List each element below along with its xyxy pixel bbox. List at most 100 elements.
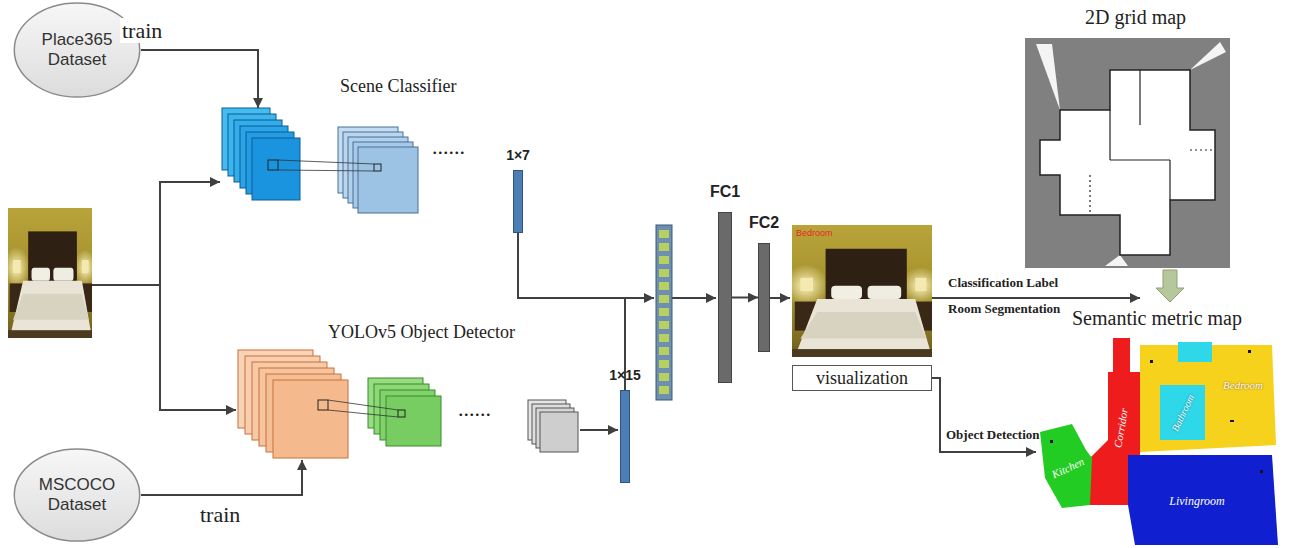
node-heading: YOLOv5 Object Detector xyxy=(328,322,515,343)
input-wires xyxy=(92,284,160,286)
semantic-map xyxy=(1150,360,1153,363)
class-label: Bedroom xyxy=(796,228,833,238)
concat-vector xyxy=(659,347,669,355)
feature-wires xyxy=(580,429,618,431)
scene-conv-stack xyxy=(358,147,418,213)
yolo-conv-stack xyxy=(328,410,398,417)
grid-map xyxy=(1190,149,1215,150)
grid-map xyxy=(1110,159,1170,160)
concat-vector xyxy=(659,386,669,394)
grid-map xyxy=(1089,175,1090,215)
feature-wires xyxy=(932,297,1140,299)
scene-conv-stack xyxy=(222,108,418,213)
concat-vector xyxy=(659,334,669,342)
semantic-map xyxy=(1113,338,1130,372)
hollow-arrow xyxy=(1156,270,1184,302)
semantic-map xyxy=(1230,420,1234,422)
feature-vector: 1×15 xyxy=(620,390,630,483)
edge-label: train xyxy=(198,502,242,527)
semantic-map xyxy=(1050,440,1053,443)
room-label: Livingroom xyxy=(1169,495,1225,509)
yolo-conv-stack xyxy=(273,380,348,458)
yolo-conv-stack xyxy=(238,350,578,458)
scene-conv-stack xyxy=(278,160,374,164)
ellipse-outline xyxy=(14,449,139,541)
scene-conv-stack xyxy=(374,164,381,171)
yolo-conv-stack xyxy=(328,400,398,410)
arrow-label: Room Segmentation xyxy=(948,302,1060,317)
connector-arrow xyxy=(732,297,758,299)
concat-vector xyxy=(659,373,669,381)
room-label: Bathroom xyxy=(1169,393,1196,434)
room-label: Corridor xyxy=(1111,407,1130,448)
scene-classifier: Scene Classifier xyxy=(222,108,420,215)
feature-vector: 1×7 xyxy=(513,170,523,233)
semantic-map xyxy=(1248,350,1251,353)
semantic-map xyxy=(1178,342,1212,362)
semantic-map xyxy=(1040,424,1092,508)
grid-map xyxy=(1109,110,1110,160)
node-heading: Scene Classifier xyxy=(340,76,456,97)
scene-conv-stack xyxy=(268,160,278,170)
grid-map xyxy=(1190,42,1226,70)
semantic-map xyxy=(1160,385,1205,440)
grid-map xyxy=(1139,70,1140,125)
room-label: Bedroom xyxy=(1223,379,1263,392)
grid-map xyxy=(1105,255,1128,266)
concat-vector xyxy=(659,295,669,303)
node-heading: 1×15 xyxy=(609,367,641,383)
concat-vector xyxy=(659,308,669,316)
node-text: MSCOCO Dataset xyxy=(31,475,123,514)
concat-vector xyxy=(659,269,669,277)
connector-arrow xyxy=(141,50,258,108)
object-detector: YOLOv5 Object Detector xyxy=(238,350,580,460)
connector-arrow xyxy=(141,460,302,495)
figure-title: Semantic metric map xyxy=(1072,307,1242,330)
output-image xyxy=(784,225,941,357)
hollow-arrow xyxy=(1156,270,1184,302)
process-box: visualization xyxy=(792,365,932,391)
node-heading: FC2 xyxy=(749,214,779,232)
yolo-conv-stack xyxy=(540,412,578,452)
semantic-map xyxy=(1040,338,1278,545)
node-heading: 1×7 xyxy=(506,147,530,163)
feature-wires xyxy=(518,233,654,298)
concat-vector xyxy=(659,360,669,368)
node-text: visualization xyxy=(816,368,908,389)
concat-vector xyxy=(656,225,672,400)
yolo-conv-stack xyxy=(386,396,441,446)
grid-map xyxy=(1025,38,1230,268)
output-image xyxy=(784,225,941,357)
dataset-ellipse: MSCOCO Dataset xyxy=(13,448,141,542)
concat-vector xyxy=(659,256,669,264)
node-heading: FC1 xyxy=(710,183,740,201)
semantic-map xyxy=(1260,470,1263,473)
fc-layer: FC1 xyxy=(718,212,732,383)
yolo-conv-stack xyxy=(398,410,405,417)
input-wires xyxy=(160,181,220,183)
ellipsis: ...... xyxy=(458,396,491,421)
concat-vector xyxy=(659,243,669,251)
grid-map xyxy=(1040,70,1215,255)
input-wires xyxy=(92,181,236,411)
scene-conv-stack xyxy=(278,170,374,171)
concat-vector xyxy=(656,225,672,400)
input-wires xyxy=(159,181,161,411)
arrow-label: Object Detection xyxy=(946,428,1040,443)
room-label: Kitchen xyxy=(1050,455,1086,481)
edge-label: train xyxy=(120,18,164,43)
fc-layer: FC2 xyxy=(758,243,770,352)
input-image xyxy=(3,208,97,338)
concat-vector xyxy=(659,282,669,290)
feature-wires xyxy=(672,297,716,299)
grid-map xyxy=(1169,160,1170,200)
semantic-map xyxy=(1128,455,1278,545)
ellipsis: ...... xyxy=(432,134,465,159)
concat-vector xyxy=(659,230,669,238)
concat-vector xyxy=(659,321,669,329)
input-image xyxy=(3,208,97,338)
dataset-ellipse: Place365 Dataset xyxy=(13,2,141,98)
